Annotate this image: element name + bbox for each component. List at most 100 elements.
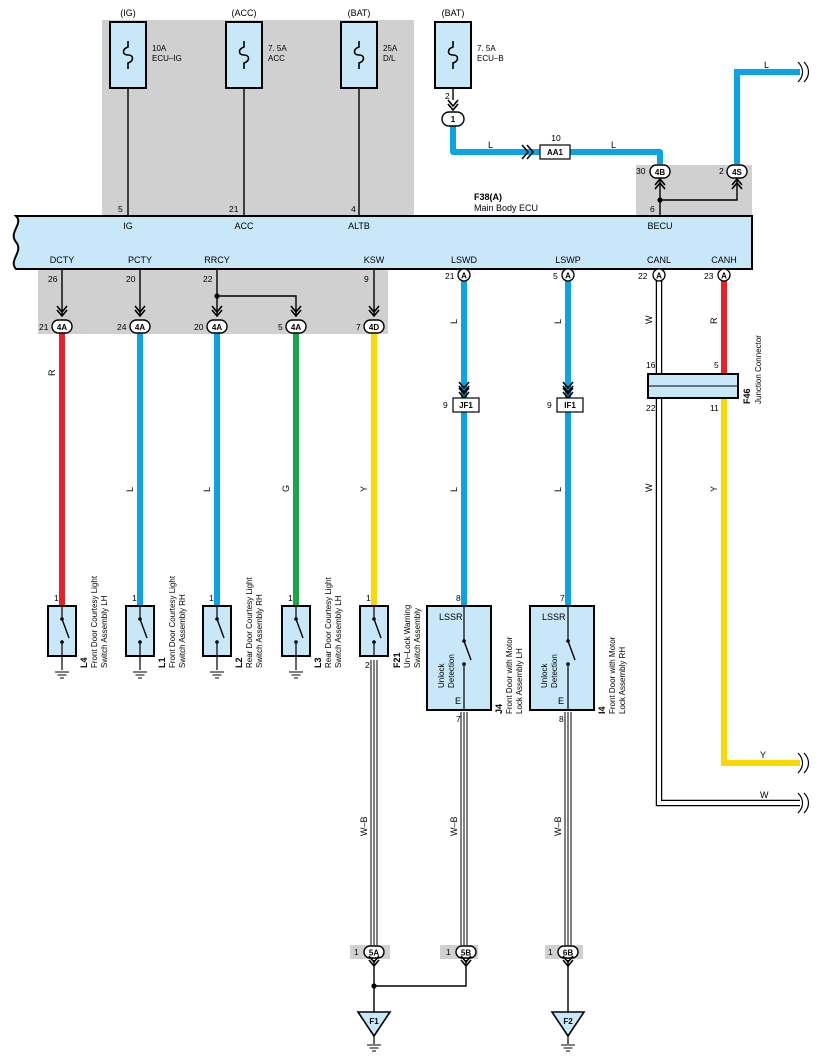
svg-text:22: 22 [646, 403, 656, 413]
svg-text:L1: L1 [157, 657, 167, 668]
svg-text:Front Door Courtesy Light: Front Door Courtesy Light [90, 575, 99, 668]
svg-text:L: L [611, 140, 616, 150]
svg-text:LSWP: LSWP [555, 255, 581, 265]
wire-y-canh [721, 398, 800, 766]
svg-text:F1: F1 [369, 1017, 379, 1026]
svg-text:Front Door Courtesy Light: Front Door Courtesy Light [168, 575, 177, 668]
svg-text:9: 9 [364, 274, 369, 284]
svg-text:LSSR: LSSR [439, 612, 463, 622]
svg-text:Switch Assembly RH: Switch Assembly RH [178, 594, 187, 668]
svg-text:L3: L3 [313, 657, 323, 668]
svg-text:Un–Lock Warning: Un–Lock Warning [403, 605, 412, 668]
lock-assemblies: 8 LSSR Unlock Detection E 7 J4 Front Doo… [426, 593, 627, 724]
svg-text:L2: L2 [234, 657, 244, 668]
svg-text:8: 8 [559, 714, 564, 724]
a-markers: A A A A [457, 268, 731, 282]
svg-text:Detection: Detection [447, 654, 456, 688]
svg-text:KSW: KSW [364, 255, 385, 265]
svg-text:Switch Assembly LH: Switch Assembly LH [334, 595, 343, 668]
svg-text:PCTY: PCTY [128, 255, 152, 265]
svg-text:Unlock: Unlock [437, 663, 446, 688]
svg-text:5A: 5A [369, 949, 379, 958]
svg-text:Y: Y [359, 486, 369, 492]
svg-text:W: W [760, 790, 769, 800]
svg-text:22: 22 [638, 271, 648, 281]
svg-text:A: A [721, 272, 727, 281]
svg-text:L: L [488, 140, 493, 150]
svg-text:Rear Door Courtesy Light: Rear Door Courtesy Light [324, 577, 333, 668]
svg-text:CANL: CANL [647, 255, 671, 265]
svg-text:26: 26 [48, 274, 58, 284]
svg-text:L: L [125, 487, 135, 492]
fuse-acc: (ACC) 7. 5A ACC [225, 8, 287, 89]
svg-text:25A: 25A [383, 44, 398, 53]
connector-if1: IF1 9 [547, 381, 584, 413]
svg-text:Switch Assembly: Switch Assembly [413, 608, 422, 668]
svg-text:Detection: Detection [550, 654, 559, 688]
svg-text:4A: 4A [291, 323, 301, 332]
svg-text:21: 21 [229, 204, 239, 214]
ground-point-f1: F1 [356, 1011, 392, 1052]
svg-text:1: 1 [288, 593, 293, 603]
svg-text:Unlock: Unlock [540, 663, 549, 688]
svg-text:(ACC): (ACC) [232, 8, 257, 18]
svg-text:22: 22 [203, 274, 213, 284]
lock-assembly-j4: 8 LSSR Unlock Detection E 7 J4 Front Doo… [426, 593, 524, 724]
svg-text:DCTY: DCTY [50, 255, 75, 265]
svg-text:ECU–B: ECU–B [477, 54, 504, 63]
svg-text:1: 1 [54, 593, 59, 603]
svg-text:4A: 4A [135, 323, 145, 332]
svg-text:1: 1 [548, 947, 553, 957]
svg-text:16: 16 [646, 360, 656, 370]
svg-text:RRCY: RRCY [204, 255, 230, 265]
svg-text:6B: 6B [563, 949, 573, 958]
connector-aa1: 10 AA1 [521, 133, 571, 160]
main-body-ecu: F38(A) Main Body ECU 5 21 4 6 IG ACC ALT… [12, 192, 753, 270]
svg-text:L4: L4 [79, 657, 89, 668]
ground-connectors: 5A 1 5B 1 6B 1 [354, 945, 579, 967]
svg-text:R: R [47, 369, 57, 376]
svg-text:L: L [449, 319, 459, 324]
svg-text:Main Body ECU: Main Body ECU [474, 203, 538, 213]
svg-text:1: 1 [209, 593, 214, 603]
svg-text:G: G [281, 485, 291, 492]
fuse-dl: (BAT) 25A D/L [340, 8, 398, 89]
svg-text:Junction Connector: Junction Connector [754, 335, 763, 404]
svg-text:W–B: W–B [553, 816, 563, 836]
svg-text:ECU–IG: ECU–IG [152, 54, 182, 63]
svg-text:4A: 4A [57, 323, 67, 332]
svg-text:1: 1 [446, 947, 451, 957]
fuses: (IG) 10A ECU–IG (ACC) 7. 5A ACC (BAT) 25… [109, 8, 504, 127]
svg-text:2: 2 [445, 91, 450, 101]
svg-text:5: 5 [278, 322, 283, 332]
connector-row: 4A 4A 4A 4A 4D 21 24 20 5 7 [39, 305, 385, 334]
wire-w-canl [655, 281, 800, 807]
svg-text:5: 5 [118, 204, 123, 214]
svg-text:30: 30 [636, 166, 646, 176]
svg-text:4S: 4S [732, 168, 742, 177]
ground-point-f2: F2 [550, 1011, 586, 1052]
svg-text:5: 5 [553, 271, 558, 281]
svg-text:A: A [656, 272, 662, 281]
svg-text:2: 2 [365, 660, 370, 670]
svg-text:ACC: ACC [234, 221, 254, 231]
svg-text:5: 5 [714, 360, 719, 370]
svg-text:IG: IG [123, 221, 133, 231]
svg-text:(IG): (IG) [120, 8, 136, 18]
svg-text:Switch Assembly RH: Switch Assembly RH [255, 594, 264, 668]
svg-text:L: L [553, 319, 563, 324]
wire-l-top-right [734, 69, 800, 164]
svg-text:Y: Y [760, 750, 766, 760]
svg-text:4B: 4B [655, 168, 665, 177]
svg-text:7. 5A: 7. 5A [268, 44, 287, 53]
svg-text:5B: 5B [461, 949, 471, 958]
svg-text:ACC: ACC [268, 54, 285, 63]
svg-text:7: 7 [560, 593, 565, 603]
ecu-bottom-pins: 26 20 22 9 21 5 22 23 [48, 271, 714, 284]
lock-assembly-i4: 7 LSSR Unlock Detection E 8 I4 Front Doo… [529, 593, 627, 724]
svg-text:Lock Assembly LH: Lock Assembly LH [515, 648, 524, 714]
svg-text:11: 11 [710, 403, 719, 413]
svg-text:21: 21 [39, 322, 49, 332]
svg-text:2: 2 [719, 166, 724, 176]
svg-text:8: 8 [456, 593, 461, 603]
